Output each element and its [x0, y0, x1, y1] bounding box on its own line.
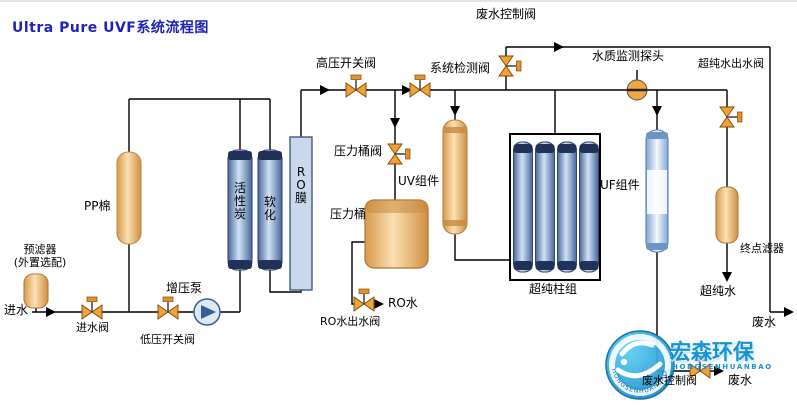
high-pressure-valve-label: 高压开关阀 [316, 56, 377, 70]
low-pressure-valve-icon [157, 296, 179, 320]
pressure-tank-valve-icon [387, 143, 411, 165]
quality-probe-label: 水质监测探头 [592, 49, 665, 63]
pre-filter-label-line1: 预滤器 [23, 243, 57, 256]
ultrapure-column-icon [513, 141, 533, 273]
ultrapure-column-box-icon [509, 133, 601, 281]
logo-subtext: HONGSENHUANBAO [672, 363, 773, 371]
ro-membrane-label: RO膜 [294, 165, 307, 205]
ultrapure-column-icon [579, 141, 599, 273]
waste-control-valve-bottom-label: 废水控制阀 [642, 374, 697, 387]
low-pressure-valve-label: 低压开关阀 [140, 333, 195, 346]
pre-filter-label: 预滤器 (外置选配) [0, 243, 80, 269]
page-title: Ultra Pure UVF系统流程图 [12, 20, 209, 36]
pre-filter-tank-icon [23, 273, 49, 309]
waste-bottom-label: 废水 [728, 373, 753, 387]
logo-name: 宏森环保 [670, 340, 754, 364]
waste-right-label: 废水 [752, 315, 777, 329]
terminal-filter-icon [715, 186, 739, 244]
ultrapure-column-icon [557, 141, 577, 273]
ultrapure-outlet-valve-icon [719, 106, 743, 128]
waste-control-valve-top-icon [498, 55, 522, 77]
uv-module-icon [442, 119, 468, 235]
inlet-valve-icon [81, 296, 103, 320]
ultrapure-water-label: 超纯水 [700, 284, 737, 298]
ro-outlet-valve-label: RO水出水阀 [320, 315, 381, 328]
high-pressure-valve-icon [345, 74, 367, 98]
pressure-tank-label: 压力桶 [330, 207, 367, 221]
booster-pump-label: 增压泵 [166, 281, 203, 295]
inlet-label: 进水 [4, 303, 29, 317]
system-check-valve-icon [409, 74, 431, 98]
uf-module-icon [645, 129, 669, 253]
system-check-valve-label: 系统检测阀 [430, 61, 491, 75]
softener-cylinder-icon [257, 149, 283, 271]
uv-module-label: UV组件 [398, 174, 439, 188]
booster-pump-icon [193, 298, 221, 326]
ro-outlet-valve-icon [353, 288, 375, 312]
activated-carbon-cylinder-icon [227, 149, 253, 271]
ro-water-label: RO水 [388, 296, 418, 310]
quality-probe-icon [626, 79, 648, 101]
ultrapure-column-icon [535, 141, 555, 273]
inlet-valve-label: 进水阀 [76, 321, 109, 334]
softener-label: 软化 [263, 195, 276, 222]
ro-membrane-icon [289, 136, 313, 291]
ultrapure-outlet-valve-label: 超纯水出水阀 [698, 57, 764, 70]
pp-cotton-label: PP棉 [84, 199, 111, 213]
uf-module-label: UF组件 [600, 178, 640, 192]
ultrapure-columns-label: 超纯柱组 [529, 282, 578, 296]
pre-filter-label-line2: (外置选配) [13, 255, 67, 269]
terminal-filter-label: 终点滤器 [740, 242, 784, 255]
pressure-tank-valve-label: 压力桶阀 [334, 144, 383, 158]
activated-carbon-label: 活性炭 [233, 181, 246, 221]
waste-control-valve-top-label: 废水控制阀 [476, 7, 537, 21]
pp-cotton-cylinder-icon [116, 151, 142, 245]
hongsen-logo-icon: HONGSENHUANBAO [605, 330, 675, 400]
pressure-tank-icon [364, 199, 429, 269]
